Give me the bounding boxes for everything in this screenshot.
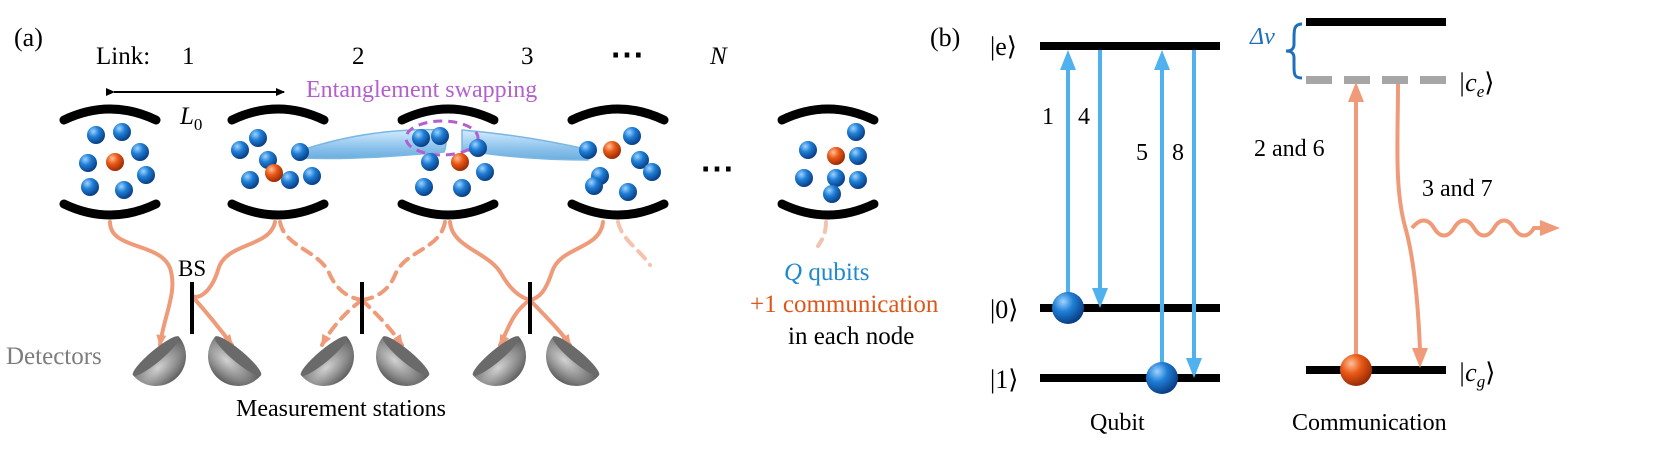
arrow-8-label: 8 [1172, 140, 1184, 166]
fiber-dashed-node2 [278, 220, 364, 302]
stations-label: Measurement stations [236, 396, 446, 422]
fiber-node4 [528, 220, 605, 302]
comm-state-ball [1340, 354, 1372, 386]
level-0-label: |0⟩ [990, 295, 1018, 324]
fiber-dashed-nodeN [816, 220, 828, 248]
level-1-label: |1⟩ [990, 365, 1018, 394]
fiber-bs3-out2 [528, 298, 572, 347]
label-3and7: 3 and 7 [1422, 176, 1493, 202]
link-label: Link: [96, 43, 150, 70]
fiber-dashed-out1 [320, 298, 364, 347]
node-ellipsis: ⋯ [700, 151, 734, 188]
detectors-label: Detectors [6, 343, 102, 370]
node-3 [397, 104, 499, 220]
arrow-4-label: 4 [1078, 104, 1090, 130]
detector-1 [132, 336, 186, 386]
detector-3 [300, 336, 354, 386]
fiber-node1 [108, 220, 175, 347]
fibers-dashed [278, 220, 828, 347]
delta-nu-label: Δν [1249, 24, 1275, 50]
fibers [108, 220, 605, 347]
arrow-1-label: 1 [1042, 104, 1054, 130]
fiber-node2 [190, 220, 277, 299]
fiber-dashed-node3 [360, 220, 447, 302]
bs-label: BS [178, 256, 206, 281]
node-N [777, 104, 879, 220]
panel-b-label: (b) [930, 23, 960, 52]
fiber-dashed-node4 [616, 220, 652, 267]
swap-highlight-ellipse [404, 119, 480, 157]
node-4 [567, 104, 669, 220]
level-cg-label: |cg⟩ [1458, 358, 1495, 391]
fiber-bs3-out1 [498, 298, 532, 347]
fiber-bs1-out [190, 294, 234, 347]
fiber-dashed-out2 [360, 298, 404, 347]
link-number-1: 1 [182, 43, 195, 70]
detectors [132, 336, 600, 386]
each-node-label: in each node [788, 323, 914, 350]
length-label: L0 [179, 103, 202, 134]
label-2and6: 2 and 6 [1254, 136, 1325, 162]
communication-label: +1 communication [750, 291, 939, 318]
arrow-5-label: 5 [1136, 140, 1148, 166]
fiber-node3-right [448, 220, 532, 302]
panel-a-label: (a) [14, 23, 43, 52]
delta-brace [1285, 22, 1303, 80]
detector-6 [546, 336, 600, 386]
level-ce-label: |ce⟩ [1458, 68, 1494, 101]
emitted-photon-wave [1410, 218, 1546, 238]
detector-4 [376, 336, 430, 386]
node-1 [59, 104, 161, 220]
link-number-N: N [709, 43, 728, 70]
communication-arrows [1348, 82, 1560, 368]
swap-label: Entanglement swapping [306, 77, 537, 103]
qubits-label: Q qubits [784, 259, 869, 286]
link-number-3: 3 [521, 43, 534, 70]
detector-5 [472, 336, 526, 386]
link-ellipsis: ⋯ [610, 37, 644, 74]
node-2 [227, 104, 329, 220]
communication-label-b: Communication [1292, 410, 1447, 436]
qubit-state-1-ball [1146, 362, 1178, 394]
level-e-label: |e⟩ [990, 32, 1017, 61]
arrow-decay [1395, 83, 1422, 351]
link-number-2: 2 [352, 43, 365, 70]
detector-2 [208, 336, 262, 386]
qubit-state-0-ball [1052, 292, 1084, 324]
qubit-arrows [1060, 50, 1202, 378]
qubit-label: Qubit [1090, 410, 1145, 436]
